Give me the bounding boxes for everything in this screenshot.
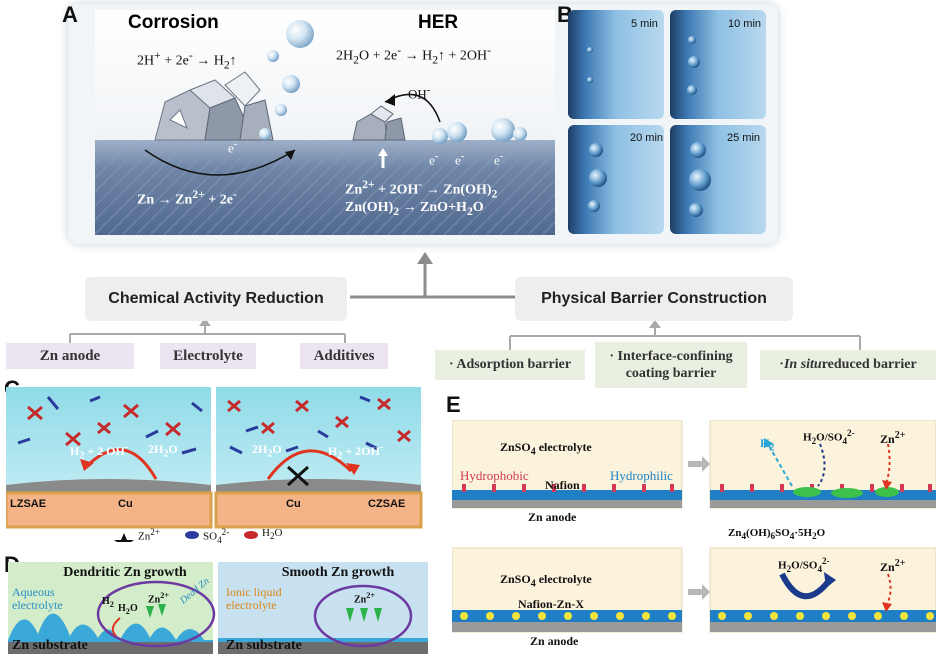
- time-10min: 10 min: [728, 18, 762, 30]
- physical-barrier-construction-box: Physical Barrier Construction: [515, 277, 793, 321]
- electron-label-1: e-: [429, 150, 439, 168]
- d-h2-label: H2: [102, 596, 114, 609]
- oh-label: OH-: [408, 84, 431, 102]
- zn-substrate-right: Zn substrate: [226, 638, 302, 653]
- d-zn2-left: Zn2+: [148, 591, 170, 606]
- zn-anode-bottom: Zn anode: [530, 634, 579, 648]
- time-25min: 25 min: [727, 132, 761, 144]
- cu-label-right: Cu: [286, 498, 301, 510]
- h2o-ellipse-icon: [244, 531, 258, 539]
- dendritic-title: Dendritic Zn growth: [63, 565, 187, 580]
- water-her-equation: 2H2O + 2e- → H2↑ + 2OH-: [336, 44, 492, 67]
- panel-a-label: A: [62, 2, 78, 27]
- her-title: HER: [418, 12, 459, 33]
- panel-e-scene: [452, 420, 936, 633]
- smooth-title: Smooth Zn growth: [281, 565, 395, 580]
- acid-her-equation: 2H+ + 2e- → H2↑: [137, 49, 237, 72]
- zno-equation: Zn(OH)2 → ZnO+H2O: [345, 200, 484, 218]
- hydrophobic-label: Hydrophobic: [460, 468, 529, 483]
- c-right-products: H2 + 2OH-: [328, 442, 384, 462]
- c-left-products: H2 + 2 OH-: [70, 442, 129, 462]
- electron-label-3: e-: [494, 150, 504, 168]
- nafion-zn-x-label: Nafion-Zn-X: [518, 597, 585, 611]
- czsae-label: CZSAE: [368, 498, 406, 510]
- time-5min: 5 min: [631, 18, 658, 30]
- c-right-water: 2H2O: [252, 442, 282, 460]
- corrosion-title: Corrosion: [128, 12, 219, 33]
- d-h2o-label: H2O: [118, 603, 138, 616]
- electron-label-2: e-: [455, 150, 465, 168]
- zn-crystal-cluster-right: [352, 105, 406, 141]
- tag-additives: Additives: [300, 343, 388, 369]
- water-arrow-top: [817, 443, 826, 487]
- panel-d-scene: [8, 562, 428, 654]
- electron-label-left: e-: [228, 138, 238, 156]
- legend-zn: Zn2+: [138, 527, 160, 543]
- strategy-connectors: [69, 252, 861, 350]
- water-repel-arrow: [779, 572, 831, 600]
- time-20min: 20 min: [630, 132, 664, 144]
- cu-label-left: Cu: [118, 498, 133, 510]
- e-h2o-so4-bottom: H2O/SO42-: [778, 556, 830, 574]
- zn-star-icon: [114, 533, 134, 542]
- legend-so4: SO42-: [203, 527, 230, 545]
- dendrite-zoom-circle: [96, 580, 216, 648]
- d-zn2-right: Zn2+: [354, 591, 376, 606]
- panel-a-scene: [95, 10, 555, 235]
- lzsae-label: LZSAE: [10, 498, 47, 510]
- her-arc-right: [266, 449, 353, 480]
- electron-flow-arrow: [144, 149, 296, 176]
- so4-ellipse-icon: [185, 531, 199, 539]
- hydrophilic-label: Hydrophilic: [610, 468, 673, 483]
- panel-c-scene: [6, 387, 423, 542]
- nafion-label: Nafion: [545, 478, 580, 492]
- blocked-cross: [286, 465, 310, 487]
- tag-in-situ-reduced-barrier: · In situ reduced barrier: [760, 350, 936, 380]
- e-h2-label: H2: [760, 436, 775, 454]
- tag-interface-confining-barrier: · Interface-confining coating barrier: [595, 342, 747, 388]
- bubble-row-10min: [687, 36, 700, 95]
- e-top-electrolyte: ZnSO4 electrolyte: [500, 440, 592, 458]
- e-zn2-top: Zn2+: [880, 430, 906, 446]
- hydrogen-bubbles: [259, 20, 527, 144]
- chemical-activity-reduction-box: Chemical Activity Reduction: [85, 277, 347, 321]
- zn-arrow-top: [885, 443, 891, 485]
- zn-anode-top: Zn anode: [528, 510, 577, 524]
- e-zn2-bottom: Zn2+: [880, 558, 906, 574]
- e-h2o-so4-top: H2O/SO42-: [803, 428, 855, 446]
- legend-h2o: H2O: [262, 527, 283, 542]
- bubble-row-5min: [587, 47, 593, 83]
- e-product-label: Zn4(OH)6SO4·5H2O: [728, 527, 826, 542]
- zn-hydroxide-equation: Zn2+ + 2OH- → Zn(OH)2: [345, 178, 498, 201]
- tag-adsorption-barrier: · Adsorption barrier: [435, 350, 585, 380]
- c-left-water: 2H2O: [148, 442, 178, 460]
- tag-zn-anode: Zn anode: [6, 343, 134, 369]
- zn-substrate-left: Zn substrate: [12, 638, 88, 653]
- bubble-row-25min: [689, 142, 711, 217]
- h2-escape-arrow: [767, 443, 793, 487]
- her-arc-left: [84, 448, 158, 480]
- panel-b-micrographs: [568, 10, 766, 234]
- smooth-zoom-circle: [313, 584, 413, 648]
- tag-electrolyte: Electrolyte: [160, 343, 256, 369]
- bubble-row-20min: [588, 143, 607, 212]
- panel-e-label: E: [446, 392, 461, 417]
- zn-oxidation-equation: Zn → Zn2+ + 2e-: [137, 188, 237, 208]
- e-bottom-electrolyte: ZnSO4 electrolyte: [500, 572, 592, 590]
